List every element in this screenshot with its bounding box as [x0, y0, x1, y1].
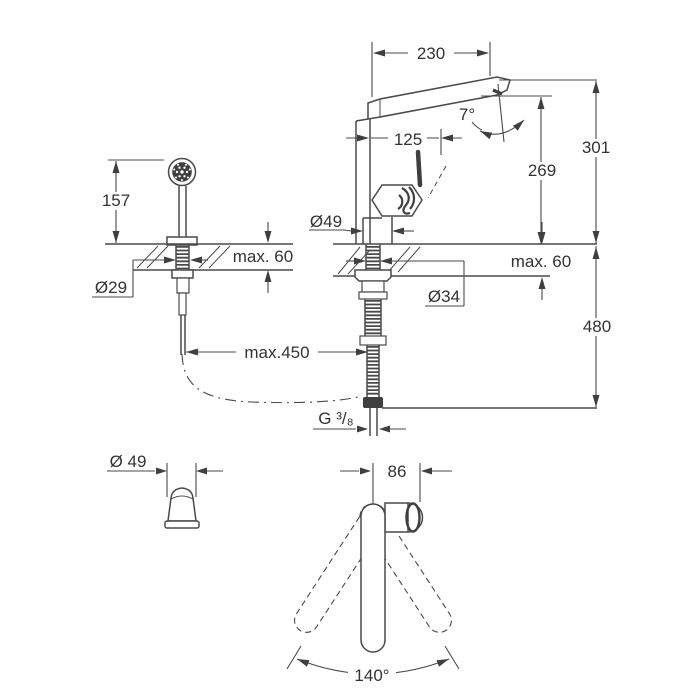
dim-o49top-extensions — [166, 463, 197, 497]
spray-hose-top — [180, 315, 186, 355]
hand-spray-side-view — [105, 157, 363, 404]
mounting-nut — [354, 269, 392, 282]
dim-o29-label: Ø29 — [95, 278, 127, 297]
valve-block-2 — [358, 291, 388, 300]
dim-o34-leader — [381, 260, 465, 307]
lever-motion-dashes — [427, 165, 447, 199]
dim-o29-leader — [92, 259, 165, 298]
faucet-base-knob — [405, 502, 421, 533]
spray-head-inner-line — [170, 495, 194, 500]
dim-140-label: 140° — [354, 666, 389, 685]
aerator-mark — [492, 88, 503, 96]
hose-sides-lower — [366, 345, 380, 397]
dim-86-label: 86 — [388, 462, 407, 481]
dim-o49top-label: Ø 49 — [110, 452, 147, 471]
shank-sides — [365, 244, 381, 270]
dim-o49-label: Ø49 — [310, 212, 342, 231]
spray-head-detail — [397, 186, 416, 215]
dim-230-label: 230 — [417, 44, 445, 63]
spray-shank-block — [176, 277, 190, 294]
valve-block-1 — [361, 280, 385, 293]
spout-top-view — [360, 503, 386, 653]
spray-head-profile — [167, 487, 197, 522]
dim-480-label: 480 — [583, 317, 611, 336]
dim-o34-label: Ø34 — [428, 287, 460, 306]
dim-230-extensions — [371, 42, 491, 97]
spray-head-rim — [164, 520, 200, 529]
dim-g38-label: G ³/₈ — [318, 409, 353, 428]
dim-o49-leader — [309, 229, 353, 232]
dim-157-label: 157 — [102, 191, 130, 210]
dim-7-label: 7° — [459, 105, 475, 124]
dim-125-label: 125 — [394, 130, 422, 149]
dim-max60-right-label: max. 60 — [511, 252, 571, 271]
dim-269-label: 269 — [528, 161, 556, 180]
dimensions: 230 7° 125 269 301 480 — [92, 42, 613, 433]
spray-head-outline — [167, 157, 197, 187]
supply-pipe — [369, 408, 378, 436]
lever-handle — [415, 149, 423, 188]
faucet-side-view — [333, 76, 597, 436]
dim-301-label: 301 — [582, 138, 610, 157]
check-valve-nut — [359, 335, 387, 346]
spray-escutcheon — [166, 236, 198, 246]
dim-7-leader — [471, 121, 483, 131]
dim-max450-label: max.450 — [244, 343, 309, 362]
spray-shank-sides — [175, 245, 190, 270]
spout-outline — [367, 76, 511, 120]
dim-max60-left-label: max. 60 — [233, 247, 293, 266]
spray-mounting-nut — [171, 269, 194, 279]
column-top — [355, 118, 369, 122]
spray-shank-lower — [178, 292, 187, 316]
spray-handle — [178, 186, 187, 237]
dim-86-extensions — [372, 463, 421, 510]
angle-reference-line — [497, 83, 505, 143]
spray-hose-curve — [181, 353, 363, 404]
dim-140-extensions — [286, 645, 460, 670]
hand-spray-head-view: Ø 49 — [107, 452, 223, 529]
hose-sides-upper — [364, 299, 382, 336]
hose-end-nut — [363, 397, 383, 408]
deck-hatching-left — [136, 245, 231, 269]
faucet-top-view: 86 140° — [286, 462, 460, 685]
spray-nozzles — [173, 163, 191, 182]
